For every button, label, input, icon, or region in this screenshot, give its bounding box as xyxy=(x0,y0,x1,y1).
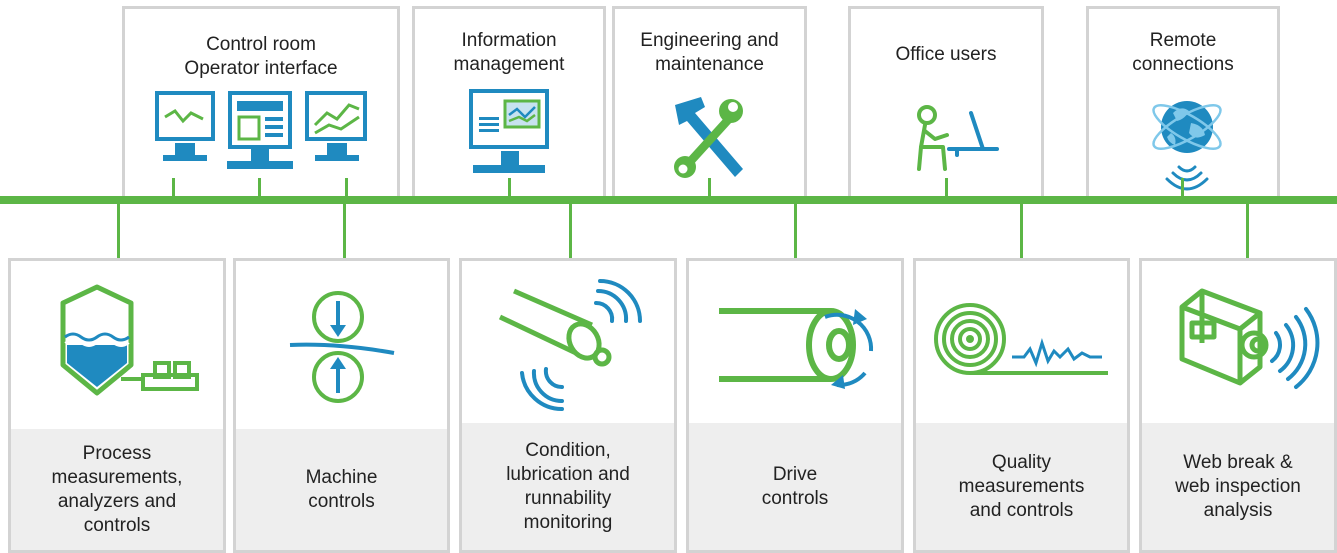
connector xyxy=(117,202,120,260)
roll-monitoring-icon xyxy=(492,279,652,412)
information-monitor-icon xyxy=(467,87,553,177)
node-label: Web break & web inspection analysis xyxy=(1142,423,1334,550)
node-information-management: Information management xyxy=(412,6,606,199)
rollers-icon xyxy=(288,289,398,405)
node-label: Engineering and maintenance xyxy=(640,30,779,75)
office-user-icon xyxy=(913,105,999,175)
node-label: Machine controls xyxy=(236,429,447,550)
network-bus xyxy=(0,196,1337,204)
process-tank-icon xyxy=(57,283,205,399)
connector xyxy=(1246,202,1249,260)
connector xyxy=(1181,178,1184,198)
connector xyxy=(343,202,346,260)
connector xyxy=(1020,202,1023,260)
monitors-icon xyxy=(153,87,373,187)
node-remote-connections: Remote connections xyxy=(1086,6,1280,199)
node-drive-controls: Drive controls xyxy=(686,258,904,553)
quality-reel-icon xyxy=(932,299,1118,381)
node-engineering-maintenance: Engineering and maintenance xyxy=(612,6,807,199)
node-label: Quality measurements and controls xyxy=(916,423,1127,550)
connector xyxy=(945,178,948,198)
node-label: Drive controls xyxy=(689,423,901,550)
node-label: Control room Operator interface xyxy=(184,34,338,79)
node-control-room: Control room Operator interface xyxy=(122,6,400,199)
globe-icon xyxy=(1147,87,1227,195)
connector xyxy=(345,178,348,198)
node-quality-measurements: Quality measurements and controls xyxy=(913,258,1130,553)
connector xyxy=(708,178,711,198)
connector xyxy=(794,202,797,260)
node-label: Office users xyxy=(895,44,997,65)
node-web-break-inspection: Web break & web inspection analysis xyxy=(1139,258,1337,553)
node-label: Information management xyxy=(453,30,565,75)
node-label: Remote connections xyxy=(1132,30,1234,75)
node-machine-controls: Machine controls xyxy=(233,258,450,553)
node-label: Process measurements, analyzers and cont… xyxy=(11,429,223,550)
camera-icon xyxy=(1176,283,1320,411)
node-office-users: Office users xyxy=(848,6,1044,199)
node-label: Condition, lubrication and runnability m… xyxy=(462,423,674,550)
tools-icon xyxy=(671,95,751,179)
node-condition-monitoring: Condition, lubrication and runnability m… xyxy=(459,258,677,553)
drive-roll-icon xyxy=(715,299,885,389)
connector xyxy=(508,178,511,198)
connector xyxy=(569,202,572,260)
node-process-measurements: Process measurements, analyzers and cont… xyxy=(8,258,226,553)
connector xyxy=(172,178,175,198)
connector xyxy=(258,178,261,198)
